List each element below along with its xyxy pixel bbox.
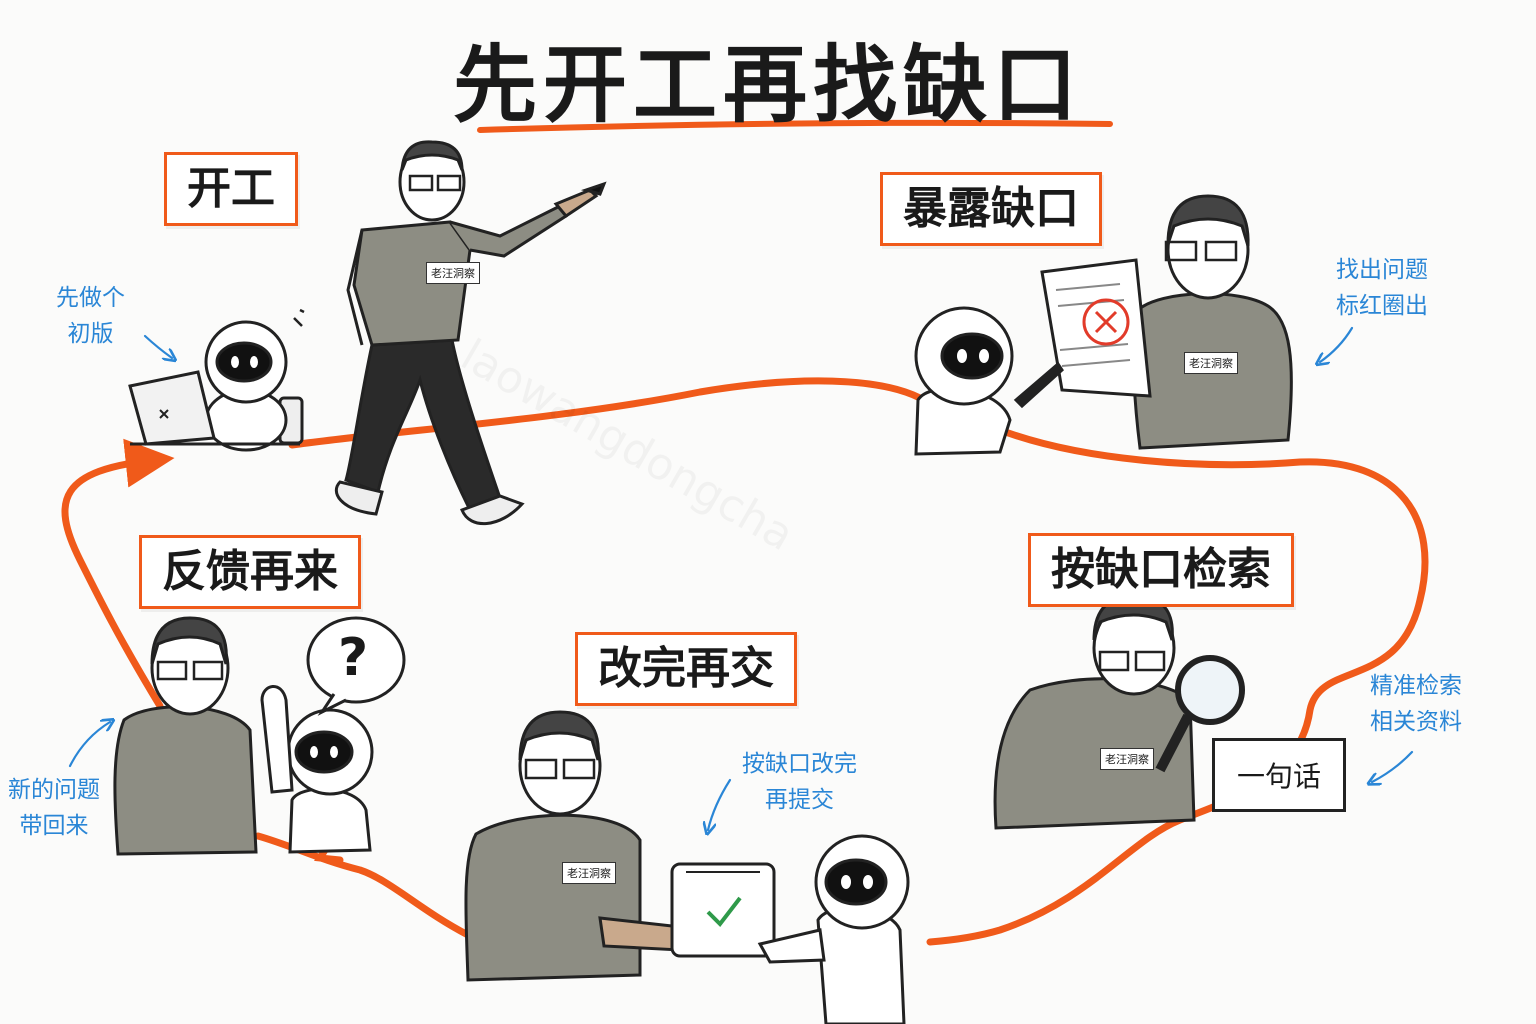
note-expose: 找出问题 标红圈出 <box>1336 257 1428 319</box>
arrow-icon <box>1372 750 1414 782</box>
man-submitting <box>464 710 693 982</box>
note-feedback: 新的问题 带回来 <box>8 777 100 839</box>
search-bubble: 一句话 <box>1212 738 1347 812</box>
robot-icon <box>294 730 354 774</box>
robot-icon <box>940 332 1004 380</box>
note-submit: 按缺口改完 再提交 <box>742 751 857 813</box>
step-search-by-gap: 按缺口检索 <box>1028 533 1294 607</box>
shirt-badge: 老汪洞察 <box>562 862 616 884</box>
robot-with-pen <box>914 306 1064 456</box>
document-icon <box>1040 258 1152 398</box>
note-start: 先做个 初版 <box>56 285 125 347</box>
marker-icon <box>580 181 607 196</box>
arrow-icon <box>1320 326 1354 362</box>
magnifier-icon <box>1175 655 1245 725</box>
shirt-badge: 老汪洞察 <box>1100 748 1154 770</box>
man-searching <box>993 594 1245 830</box>
arrow-icon <box>708 778 732 830</box>
question-mark: ? <box>338 628 369 688</box>
man-with-feedback <box>113 616 258 856</box>
robot-receiving <box>757 834 910 1024</box>
robot-icon <box>215 341 273 383</box>
step-start: 开工 <box>164 152 298 226</box>
robot-at-laptop <box>128 308 305 452</box>
red-x-icon <box>1082 298 1130 346</box>
page-title: 先开工再找缺口 <box>452 36 1083 134</box>
robot-icon <box>824 858 888 906</box>
arrow-icon <box>143 334 172 358</box>
note-search: 精准检索 相关资料 <box>1370 673 1462 735</box>
shirt-badge: 老汪洞察 <box>1184 352 1238 374</box>
walking-man-pointing <box>334 140 607 525</box>
step-feedback-again: 反馈再来 <box>139 535 361 609</box>
step-revise-submit: 改完再交 <box>575 632 797 706</box>
step-expose-gap: 暴露缺口 <box>880 172 1102 246</box>
arrow-icon <box>68 722 110 768</box>
title-underline <box>477 119 1113 133</box>
folder-check-icon <box>670 862 776 958</box>
laptop-icon <box>128 370 216 446</box>
shirt-badge: 老汪洞察 <box>426 262 480 284</box>
question-bubble-icon <box>306 616 406 716</box>
pen-icon <box>1013 361 1064 409</box>
robot-raising-hand <box>260 685 374 854</box>
